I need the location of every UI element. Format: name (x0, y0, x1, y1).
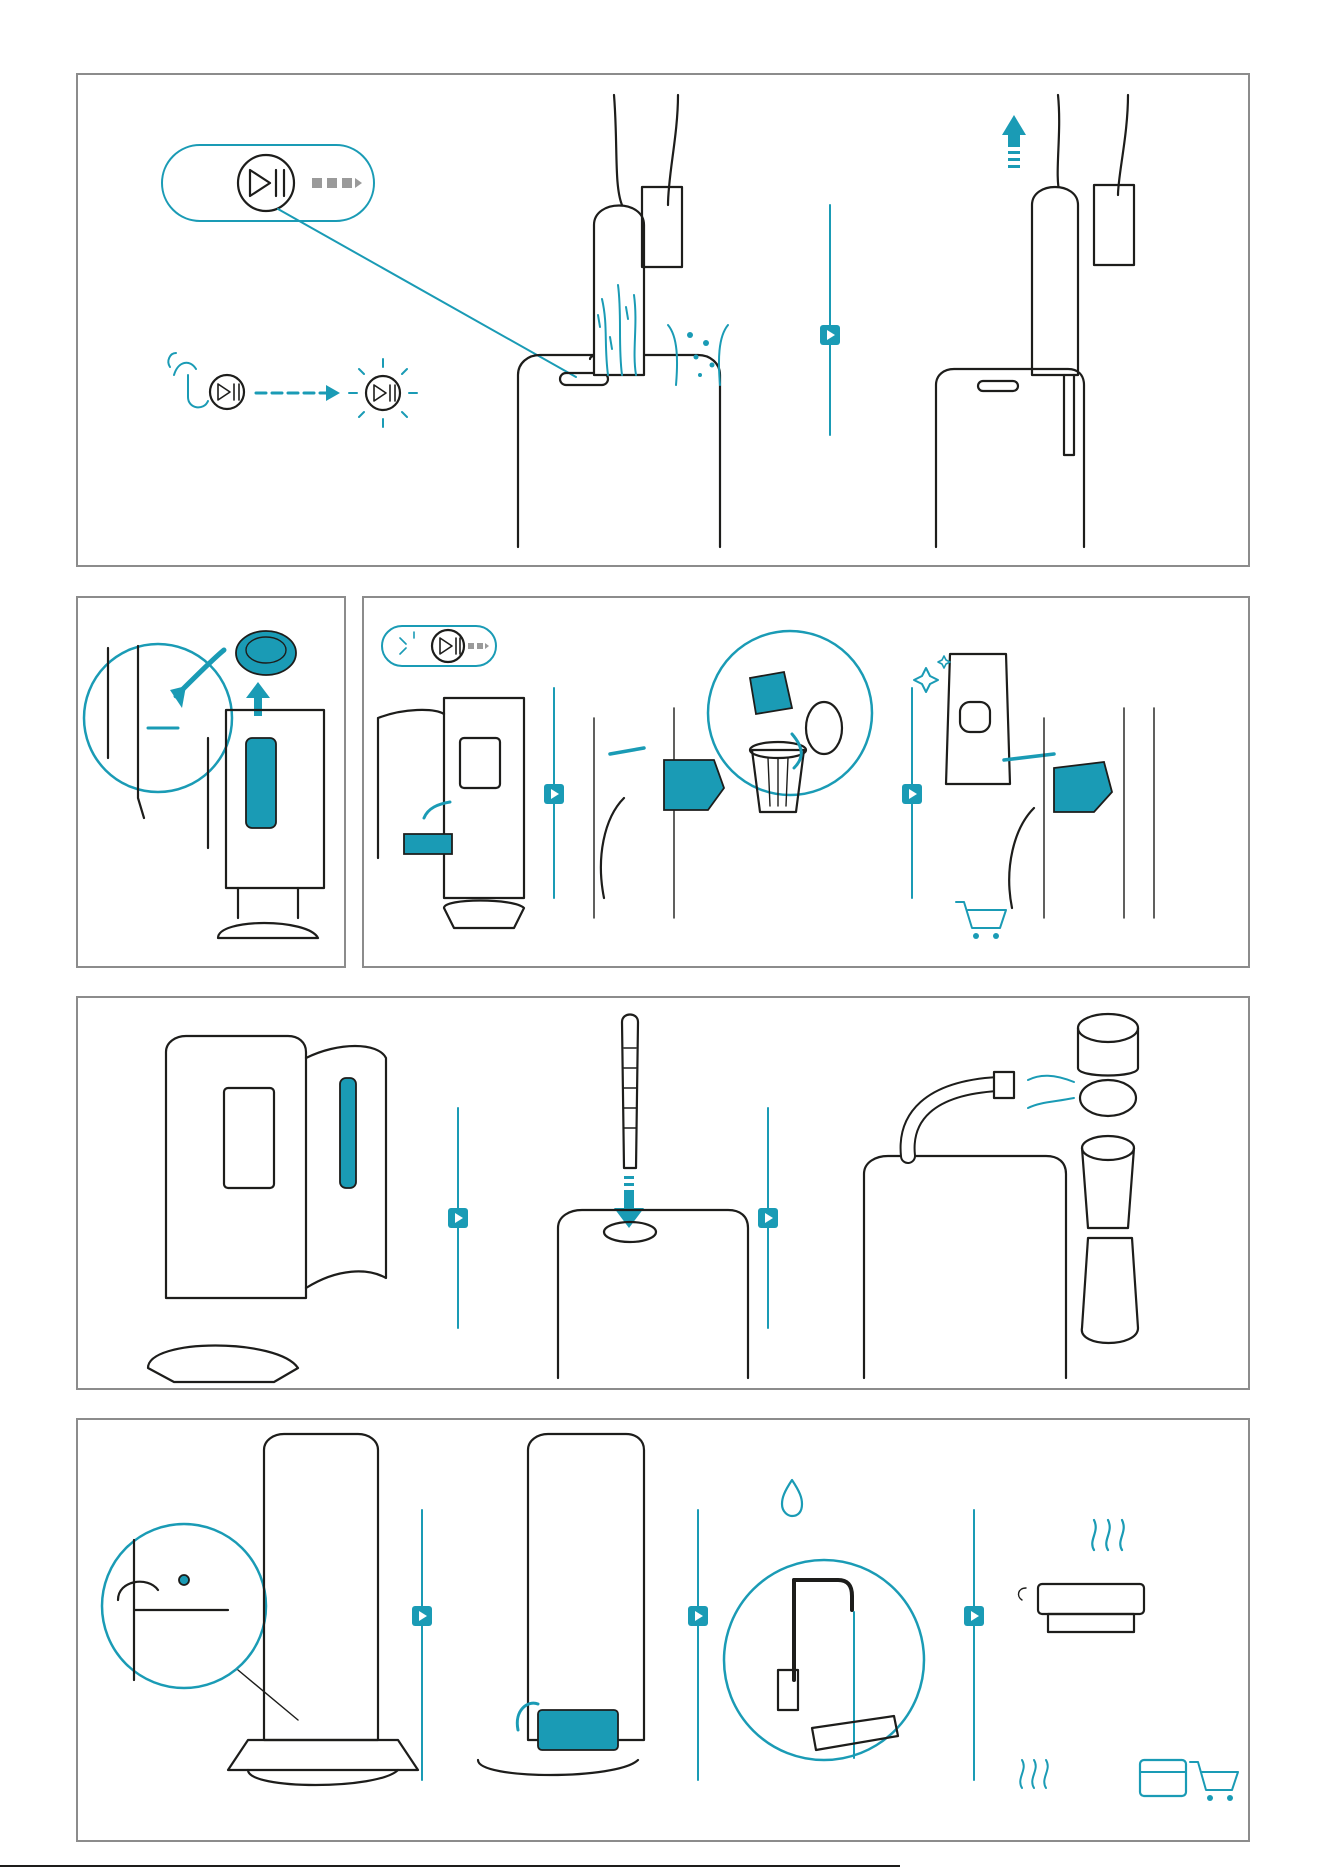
finger-tap-icon (168, 353, 208, 407)
shopping-cart-icon (956, 902, 1006, 939)
button-blink-icon (349, 359, 417, 427)
battery-indicator-icon (312, 178, 362, 188)
handheld-vacuum (594, 95, 682, 375)
filter-parts-icon (1028, 1014, 1138, 1343)
panel-remove-filter (76, 596, 346, 968)
panel-wash-filter (76, 1418, 1250, 1842)
heat-dry-icon (1092, 1520, 1123, 1550)
down-arrow-icon (614, 1176, 644, 1228)
panel-hose-cleaning (76, 996, 1250, 1390)
sparkle-icon (914, 656, 950, 692)
new-bag-icon (946, 654, 1010, 784)
tap-icon (778, 1580, 852, 1710)
docking-station (518, 353, 720, 547)
calendar-icon (1140, 1760, 1186, 1796)
hose-tool-icon (340, 1078, 356, 1188)
panel-auto-empty (76, 73, 1250, 567)
page-bottom-rule (0, 1865, 900, 1867)
panel-replace-bag (362, 596, 1250, 968)
play-pause-callout (162, 145, 576, 377)
lifted-vacuum (936, 95, 1134, 547)
filter-lid-icon (236, 631, 296, 675)
shopping-cart-icon (1190, 1762, 1238, 1801)
waste-bin-icon (750, 742, 806, 812)
water-drop-icon (782, 1480, 802, 1516)
lift-up-arrow-icon (1002, 115, 1026, 168)
